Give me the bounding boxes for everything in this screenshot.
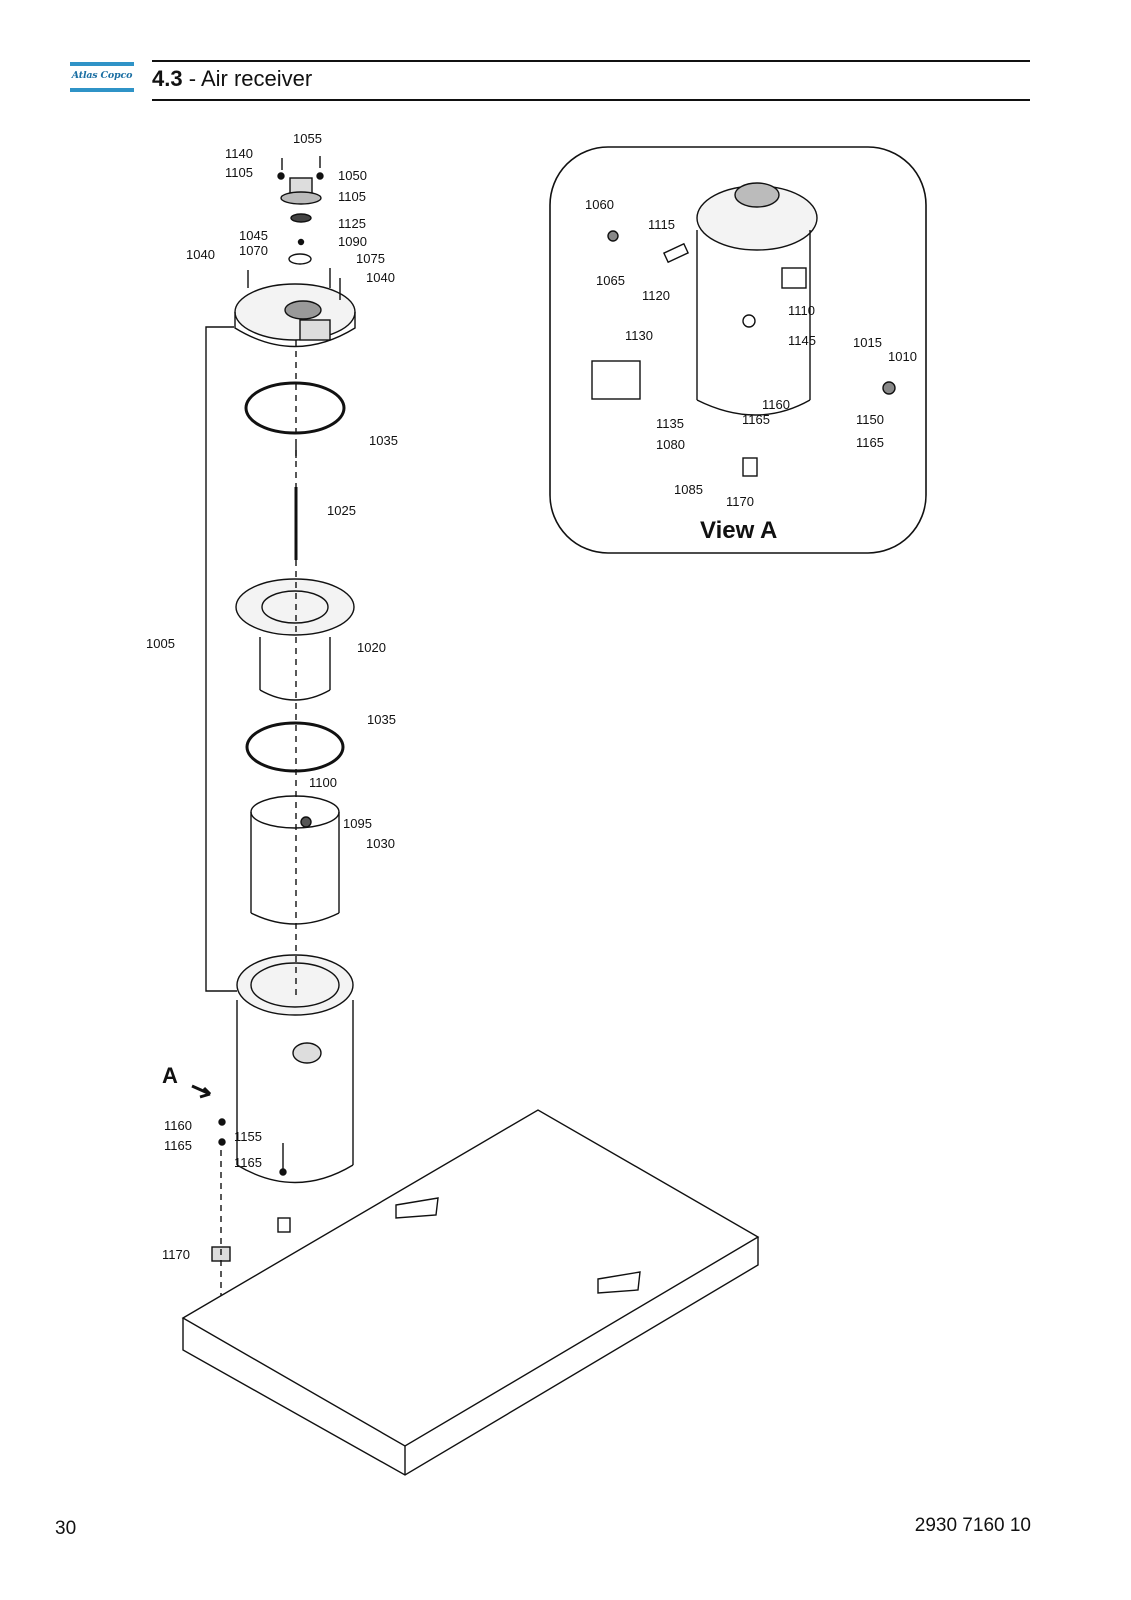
callout-1050: 1050 [338,168,367,183]
assembly-bracket-line [205,326,237,992]
callout-1165-inner: 1165 [234,1155,262,1170]
header-rule-bottom [152,99,1030,101]
view-a-callout-1010: 1010 [888,349,917,364]
logo-bar-bottom [70,88,134,92]
callout-1125: 1125 [338,216,366,231]
logo-text: Atlas Copco [71,70,133,81]
view-a-callout-1015: 1015 [853,335,882,350]
view-a-callout-1130: 1130 [625,328,653,343]
view-a-receiver [591,182,896,477]
view-a-callout-1145: 1145 [788,333,816,348]
view-a-callout-1150: 1150 [856,412,884,427]
view-a-callout-1165-right: 1165 [856,435,884,450]
view-a-callout-1120: 1120 [642,288,670,303]
view-a-callout-1060: 1060 [585,197,614,212]
callout-1155: 1155 [234,1129,262,1144]
inner-cylinder [250,795,340,925]
callout-1035-lower: 1035 [367,712,396,727]
receiver-vessel [236,954,354,1184]
callout-1075: 1075 [356,251,385,266]
base-frame [181,1109,760,1476]
atlas-copco-logo: Atlas Copco [70,62,134,92]
view-a-callout-1085: 1085 [674,482,703,497]
section-number: 4.3 [152,66,183,91]
direction-arrow [191,1084,212,1099]
callout-1040-left: 1040 [186,247,215,262]
callout-1030: 1030 [366,836,395,851]
section-separator: - [182,66,201,91]
view-a-callout-1170: 1170 [726,494,754,509]
callout-1100: 1100 [309,775,337,790]
view-a-callout-1160: 1160 [762,397,790,412]
view-a-callout-1065: 1065 [596,273,625,288]
callout-1105: 1105 [225,165,253,180]
flanged-cylinder [235,578,355,701]
callout-1005: 1005 [146,636,175,651]
callout-1105-right: 1105 [338,189,366,204]
view-a-callout-1115: 1115 [648,217,675,232]
callout-1035-upper: 1035 [369,433,398,448]
callout-1055: 1055 [293,131,322,146]
view-a-callout-1080: 1080 [656,437,685,452]
logo-bar-top [70,62,134,66]
gasket-lower [245,721,345,773]
section-title: Air receiver [200,66,313,91]
view-a-title: View A [700,517,777,544]
callout-1095: 1095 [343,816,372,831]
callout-1025: 1025 [327,503,356,518]
view-a-frame [549,146,927,554]
receiver-head-cover [234,268,356,348]
callout-1160: 1160 [164,1118,192,1133]
callout-1165: 1165 [164,1138,192,1153]
foot-fasteners [211,1118,291,1310]
gasket-upper [244,381,346,435]
callout-1140: 1140 [225,146,253,161]
callout-1040-right: 1040 [366,270,395,285]
top-valve-assembly [277,156,324,265]
callout-1020: 1020 [357,640,386,655]
page-number: 30 [55,1518,77,1539]
view-a-callout-1165: 1165 [742,412,770,427]
view-a-callout-1110: 1110 [788,303,815,318]
view-a-callouts: 1060 1115 1065 1120 1110 1130 1145 1015 … [585,197,917,544]
callout-1170: 1170 [162,1247,190,1262]
section-heading: 4.3 - Air receiver [152,66,312,92]
callout-1090: 1090 [338,234,367,249]
document-number: 2930 7160 10 [914,1515,1031,1536]
view-a-callout-1135: 1135 [656,416,684,431]
callout-1045: 1045 [239,228,268,243]
header-rule-top [152,60,1030,62]
main-callouts: 1055 1140 1050 1105 1105 1125 1045 1090 … [146,131,398,1262]
direction-marker-a: A [162,1063,178,1088]
callout-1070: 1070 [239,243,268,258]
